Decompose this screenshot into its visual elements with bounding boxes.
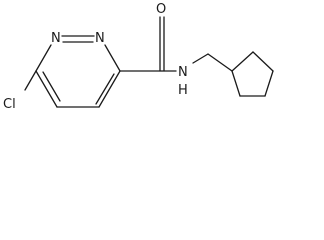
bond-ring-c6-n1 xyxy=(35,44,52,72)
bond-n-ch2 xyxy=(192,53,209,64)
bond-ring-n2-c3 xyxy=(104,44,121,72)
atom-ring-nitrogen-2: N xyxy=(95,31,105,46)
bond-cp-1-2 xyxy=(231,51,254,72)
bond-c6-cl xyxy=(24,70,37,91)
bond-ring-c5-c6-inner xyxy=(42,71,61,102)
bond-ring-c3-c4-inner xyxy=(95,73,115,105)
bonds xyxy=(24,16,274,108)
atom-oxygen: O xyxy=(156,2,166,17)
bond-ch2-cyclopentyl xyxy=(207,53,233,72)
atom-amide-hydrogen: H xyxy=(178,83,188,98)
bond-cp-2-3 xyxy=(252,51,274,72)
structure-diagram: O N H N N Cl xyxy=(3,2,274,112)
bond-ring-c3-c4 xyxy=(98,70,121,108)
atom-chlorine: Cl xyxy=(3,97,16,112)
bond-ring-c5-c6 xyxy=(35,70,58,108)
atom-ring-nitrogen-1: N xyxy=(51,31,61,46)
atom-labels: O N H N N Cl xyxy=(3,2,188,112)
bond-cp-5-1 xyxy=(231,70,241,97)
atom-amide-nitrogen: N xyxy=(178,65,188,80)
bond-cp-3-4 xyxy=(264,70,274,97)
